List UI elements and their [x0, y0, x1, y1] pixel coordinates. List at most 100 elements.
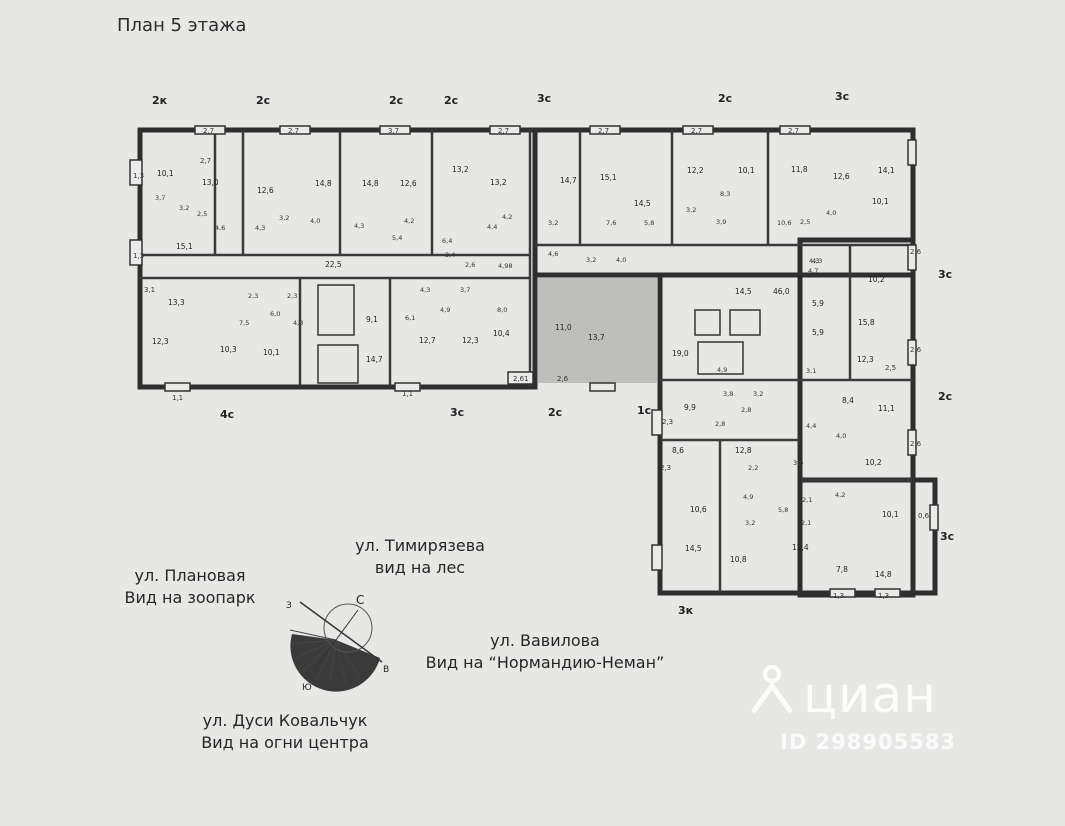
area-label: 3,2 — [586, 256, 596, 264]
area-label: 2,7 — [203, 127, 214, 135]
cian-logo-icon — [750, 665, 794, 714]
area-label: 2,6 — [465, 261, 475, 269]
street-north: ул. Тимирязева вид на лес — [345, 535, 495, 579]
room-area-labels: 10,1 13,0 12,6 14,8 14,8 12,6 13,2 13,2 … — [152, 165, 899, 579]
area-label: 2,6 — [910, 248, 922, 256]
area-label: 2,61 — [513, 375, 529, 383]
area-label: 12,2 — [687, 166, 704, 175]
area-label: 2,6 — [910, 440, 922, 448]
area-label: 3,8 — [723, 390, 733, 398]
area-label: 8,3 — [720, 190, 730, 198]
area-label: 2,5 — [800, 218, 810, 226]
area-label: 2,1 — [802, 496, 812, 504]
area-label: 11,0 — [555, 323, 572, 332]
street-east: ул. Вавилова Вид на “Нормандию-Неман” — [410, 630, 680, 674]
area-label: 3,1 — [144, 286, 155, 294]
area-label: 2,5 — [197, 210, 207, 218]
area-label: 9,1 — [366, 315, 378, 324]
area-label: 15,1 — [600, 173, 617, 182]
area-label: 2,6 — [557, 375, 569, 383]
apt-type-label: 2с — [389, 94, 403, 107]
street-name: ул. Дуси Ковальчук — [202, 711, 368, 730]
area-label: 2,8 — [741, 406, 751, 414]
area-label: 14,7 — [366, 355, 383, 364]
area-label: 14,8 — [315, 179, 332, 188]
area-label: 3,6 — [793, 459, 803, 467]
area-label: 10,1 — [157, 169, 174, 178]
apt-type-label: 2с — [444, 94, 458, 107]
area-label: 1,3 — [833, 592, 844, 600]
balcony-area-labels: 2,7 2,7 3,7 2,7 2,7 2,7 2,7 2,7 1,3 1,3 … — [133, 127, 930, 600]
area-label: 12,8 — [735, 446, 752, 455]
area-label: 5,4 — [392, 234, 402, 242]
compass-sun-arc — [290, 634, 380, 692]
area-label: 12,3 — [857, 355, 874, 364]
area-label: 10,1 — [263, 348, 280, 357]
area-label: 3,7 — [460, 286, 470, 294]
area-label: 12,3 — [462, 336, 479, 345]
area-label: 22,5 — [325, 260, 342, 269]
area-label: 10,6 — [690, 505, 707, 514]
area-label: 1,3 — [878, 592, 889, 600]
area-label: 4,6 — [548, 250, 558, 258]
street-name: ул. Вавилова — [490, 631, 600, 650]
apt-type-label: 3с — [938, 268, 952, 281]
area-label: 3,9 — [716, 218, 726, 226]
street-view: Вид на огни центра — [201, 733, 369, 752]
area-label: 13,2 — [452, 165, 469, 174]
inner-walls — [140, 130, 913, 593]
area-label: 3,7 — [155, 194, 165, 202]
street-view: вид на лес — [374, 558, 466, 577]
area-label: 2,3 — [660, 464, 671, 472]
area-label: 2,7 — [498, 127, 509, 135]
apt-type-label: 4с — [220, 408, 234, 421]
area-label: 0,6 — [918, 512, 930, 520]
area-label: 4,3 — [293, 319, 303, 327]
area-label: 1,3 — [133, 252, 144, 260]
area-label: 14,5 — [685, 544, 702, 553]
apt-type-label: 3с — [835, 90, 849, 103]
watermark-id: ID 298905583 — [780, 730, 957, 754]
area-label: 13,3 — [168, 298, 185, 307]
area-label: 14,8 — [875, 570, 892, 579]
compass-south: Ю — [302, 683, 312, 692]
area-label: 8,4 — [842, 396, 854, 405]
watermark: циан ID 298905583 — [745, 662, 985, 762]
area-label: 3,2 — [279, 214, 289, 222]
area-label: 2,1 — [801, 519, 811, 527]
area-label: 1,3 — [133, 172, 144, 180]
area-label: 13,7 — [588, 333, 605, 342]
area-label: 14,7 — [560, 176, 577, 185]
area-label: 11,1 — [878, 404, 895, 413]
apt-type-label: 3с — [940, 530, 954, 543]
apt-type-label: 3к — [678, 604, 694, 617]
area-label: 10,4 — [493, 329, 510, 338]
area-label: 2,7 — [288, 127, 299, 135]
compass-west: З — [286, 601, 292, 611]
area-label: 5,8 — [644, 219, 654, 227]
street-south: ул. Дуси Ковальчук Вид на огни центра — [185, 710, 385, 754]
apt-type-label: 2к — [152, 94, 168, 107]
area-label: 14,8 — [362, 179, 379, 188]
area-label: 3,7 — [388, 127, 399, 135]
apt-type-label: 3с — [450, 406, 464, 419]
apt-type-label: 2с — [256, 94, 270, 107]
page-title: План 5 этажа — [117, 15, 247, 36]
area-label: 2,3 — [248, 292, 258, 300]
area-label: 1,1 — [172, 394, 183, 402]
area-label: 3,2 — [548, 219, 558, 227]
street-name: ул. Тимирязева — [355, 536, 485, 555]
area-label: 14,5 — [634, 199, 651, 208]
apt-type-label: 3с — [537, 92, 551, 105]
area-label: 2,2 — [748, 464, 758, 472]
area-label: 10,2 — [865, 458, 882, 467]
area-label: 6,0 — [270, 310, 280, 318]
apt-type-label: 2с — [718, 92, 732, 105]
area-label: 14,1 — [878, 166, 895, 175]
area-label: 5,9 — [812, 299, 824, 308]
area-label: 10,1 — [738, 166, 755, 175]
area-label: 4,3 — [420, 286, 430, 294]
compass-rose: С В Ю З — [286, 593, 389, 692]
area-label: 10,1 — [882, 510, 899, 519]
area-label: 5,9 — [812, 328, 824, 337]
